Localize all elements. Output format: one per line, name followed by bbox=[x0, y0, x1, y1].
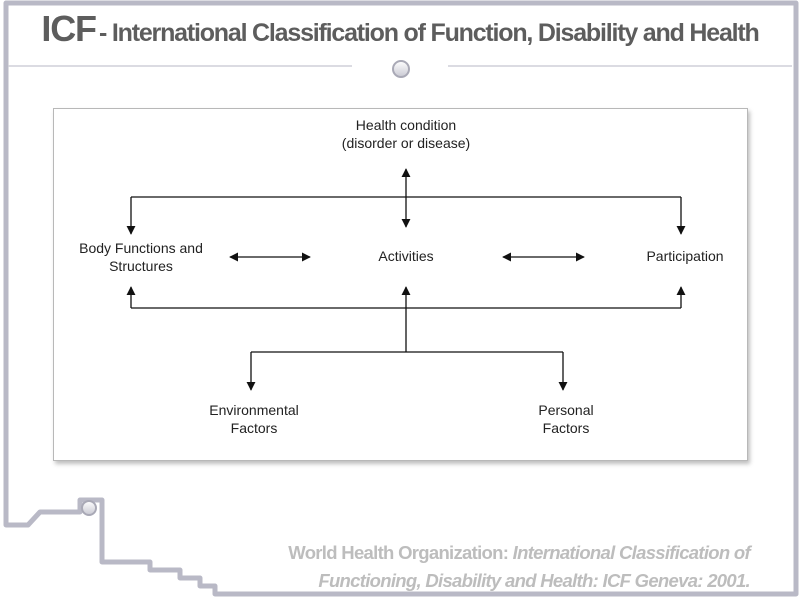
title-bulb-icon bbox=[392, 60, 410, 78]
diagram-connectors bbox=[126, 168, 686, 391]
title-full: - International Classification of Functi… bbox=[99, 19, 760, 47]
body-functions-label-line2: Structures bbox=[109, 258, 173, 274]
activities-label: Activities bbox=[378, 248, 434, 264]
slide-title: ICF - International Classification of Fu… bbox=[0, 8, 800, 58]
citation-title-part1: International Classification of bbox=[512, 542, 751, 563]
icf-diagram: Health condition (disorder or disease) B… bbox=[53, 108, 748, 461]
citation: World Health Organization: International… bbox=[210, 539, 750, 595]
environmental-label-line1: Environmental bbox=[209, 402, 299, 418]
participation-label: Participation bbox=[646, 248, 724, 264]
title-abbreviation: ICF bbox=[41, 8, 97, 49]
body-functions-label-line1: Body Functions and bbox=[79, 240, 203, 256]
corner-bulb-icon bbox=[81, 500, 97, 516]
personal-label-line2: Factors bbox=[542, 420, 590, 436]
citation-title-part2: Functioning, Disability and Health: ICF … bbox=[318, 570, 750, 591]
node-personal-factors: Personal Factors bbox=[506, 401, 626, 437]
node-body-functions: Body Functions and Structures bbox=[54, 239, 228, 275]
health-condition-label: Health condition bbox=[355, 117, 457, 133]
personal-label-line1: Personal bbox=[538, 402, 594, 418]
node-health-condition: Health condition (disorder or disease) bbox=[306, 116, 506, 152]
node-activities: Activities bbox=[346, 247, 466, 265]
health-condition-sublabel: (disorder or disease) bbox=[341, 135, 471, 151]
node-environmental-factors: Environmental Factors bbox=[184, 401, 324, 437]
environmental-label-line2: Factors bbox=[230, 420, 278, 436]
citation-author: World Health Organization: bbox=[288, 542, 509, 563]
node-participation: Participation bbox=[625, 247, 745, 265]
